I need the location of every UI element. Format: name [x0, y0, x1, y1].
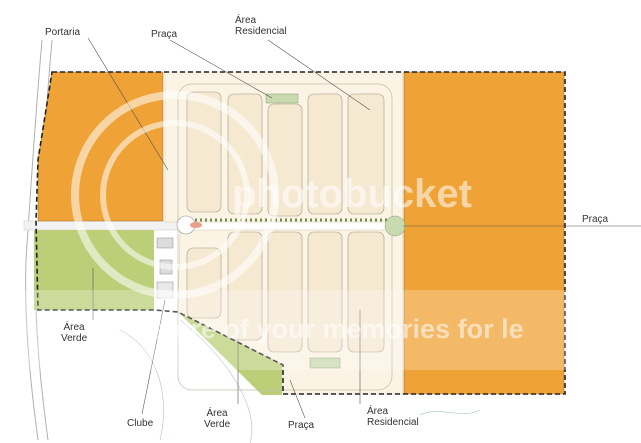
block-south-3	[267, 231, 303, 353]
plaza-east	[384, 215, 406, 237]
label-area-residencial-bottom: Área Residencial	[366, 406, 420, 428]
block-north-5	[347, 93, 385, 215]
leader-praca-top	[169, 39, 273, 99]
contour-line-3	[419, 409, 481, 416]
label-area-verde-bottom-line1: Área	[206, 408, 228, 419]
loop-road	[177, 83, 393, 391]
leader-clube	[141, 299, 166, 415]
contour-line-1	[119, 329, 164, 441]
watermark-band	[0, 91, 641, 370]
plaza-north	[265, 93, 299, 104]
site-boundary	[35, 71, 566, 395]
gatehouse-building	[190, 222, 202, 228]
label-area-verde-left-line2: Verde	[61, 333, 88, 344]
label-area-residencial-bottom-line2: Residencial	[367, 417, 419, 428]
label-area-verde-left: Área Verde	[60, 322, 88, 344]
label-clube: Clube	[126, 418, 155, 429]
block-north-4	[307, 93, 343, 215]
label-praca-top: Praça	[150, 29, 179, 40]
block-north-1	[186, 91, 222, 213]
block-south-5	[347, 231, 385, 353]
label-area-verde-bottom-line2: Verde	[204, 419, 231, 430]
orange-lot-east	[403, 71, 565, 395]
plaza-south	[309, 357, 341, 369]
label-area-residencial-top-line1: Área	[235, 15, 257, 26]
club-building-1	[156, 237, 174, 249]
green-area-west	[34, 230, 154, 310]
label-praca-bottom: Praça	[287, 420, 316, 431]
label-area-verde-left-line1: Área	[63, 322, 85, 333]
access-road-right-edge	[25, 39, 43, 441]
label-area-verde-bottom: Área Verde	[203, 408, 232, 430]
entry-avenue	[23, 220, 185, 231]
label-area-residencial-top: Área Residencial	[234, 15, 288, 37]
leader-praca-bottom	[289, 379, 306, 419]
block-south-4	[307, 231, 343, 353]
contour-line-2	[179, 319, 253, 443]
green-area-south	[178, 312, 282, 395]
label-area-residencial-bottom-line1: Área	[367, 406, 389, 417]
watermark-ring-inner	[100, 120, 250, 270]
leader-area-residencial-top	[267, 39, 371, 111]
watermark-ring-outer	[71, 91, 279, 299]
label-portaria: Portaria	[44, 27, 82, 38]
label-praca-right: Praça	[581, 214, 610, 225]
label-area-residencial-top-line2: Residencial	[235, 26, 287, 37]
